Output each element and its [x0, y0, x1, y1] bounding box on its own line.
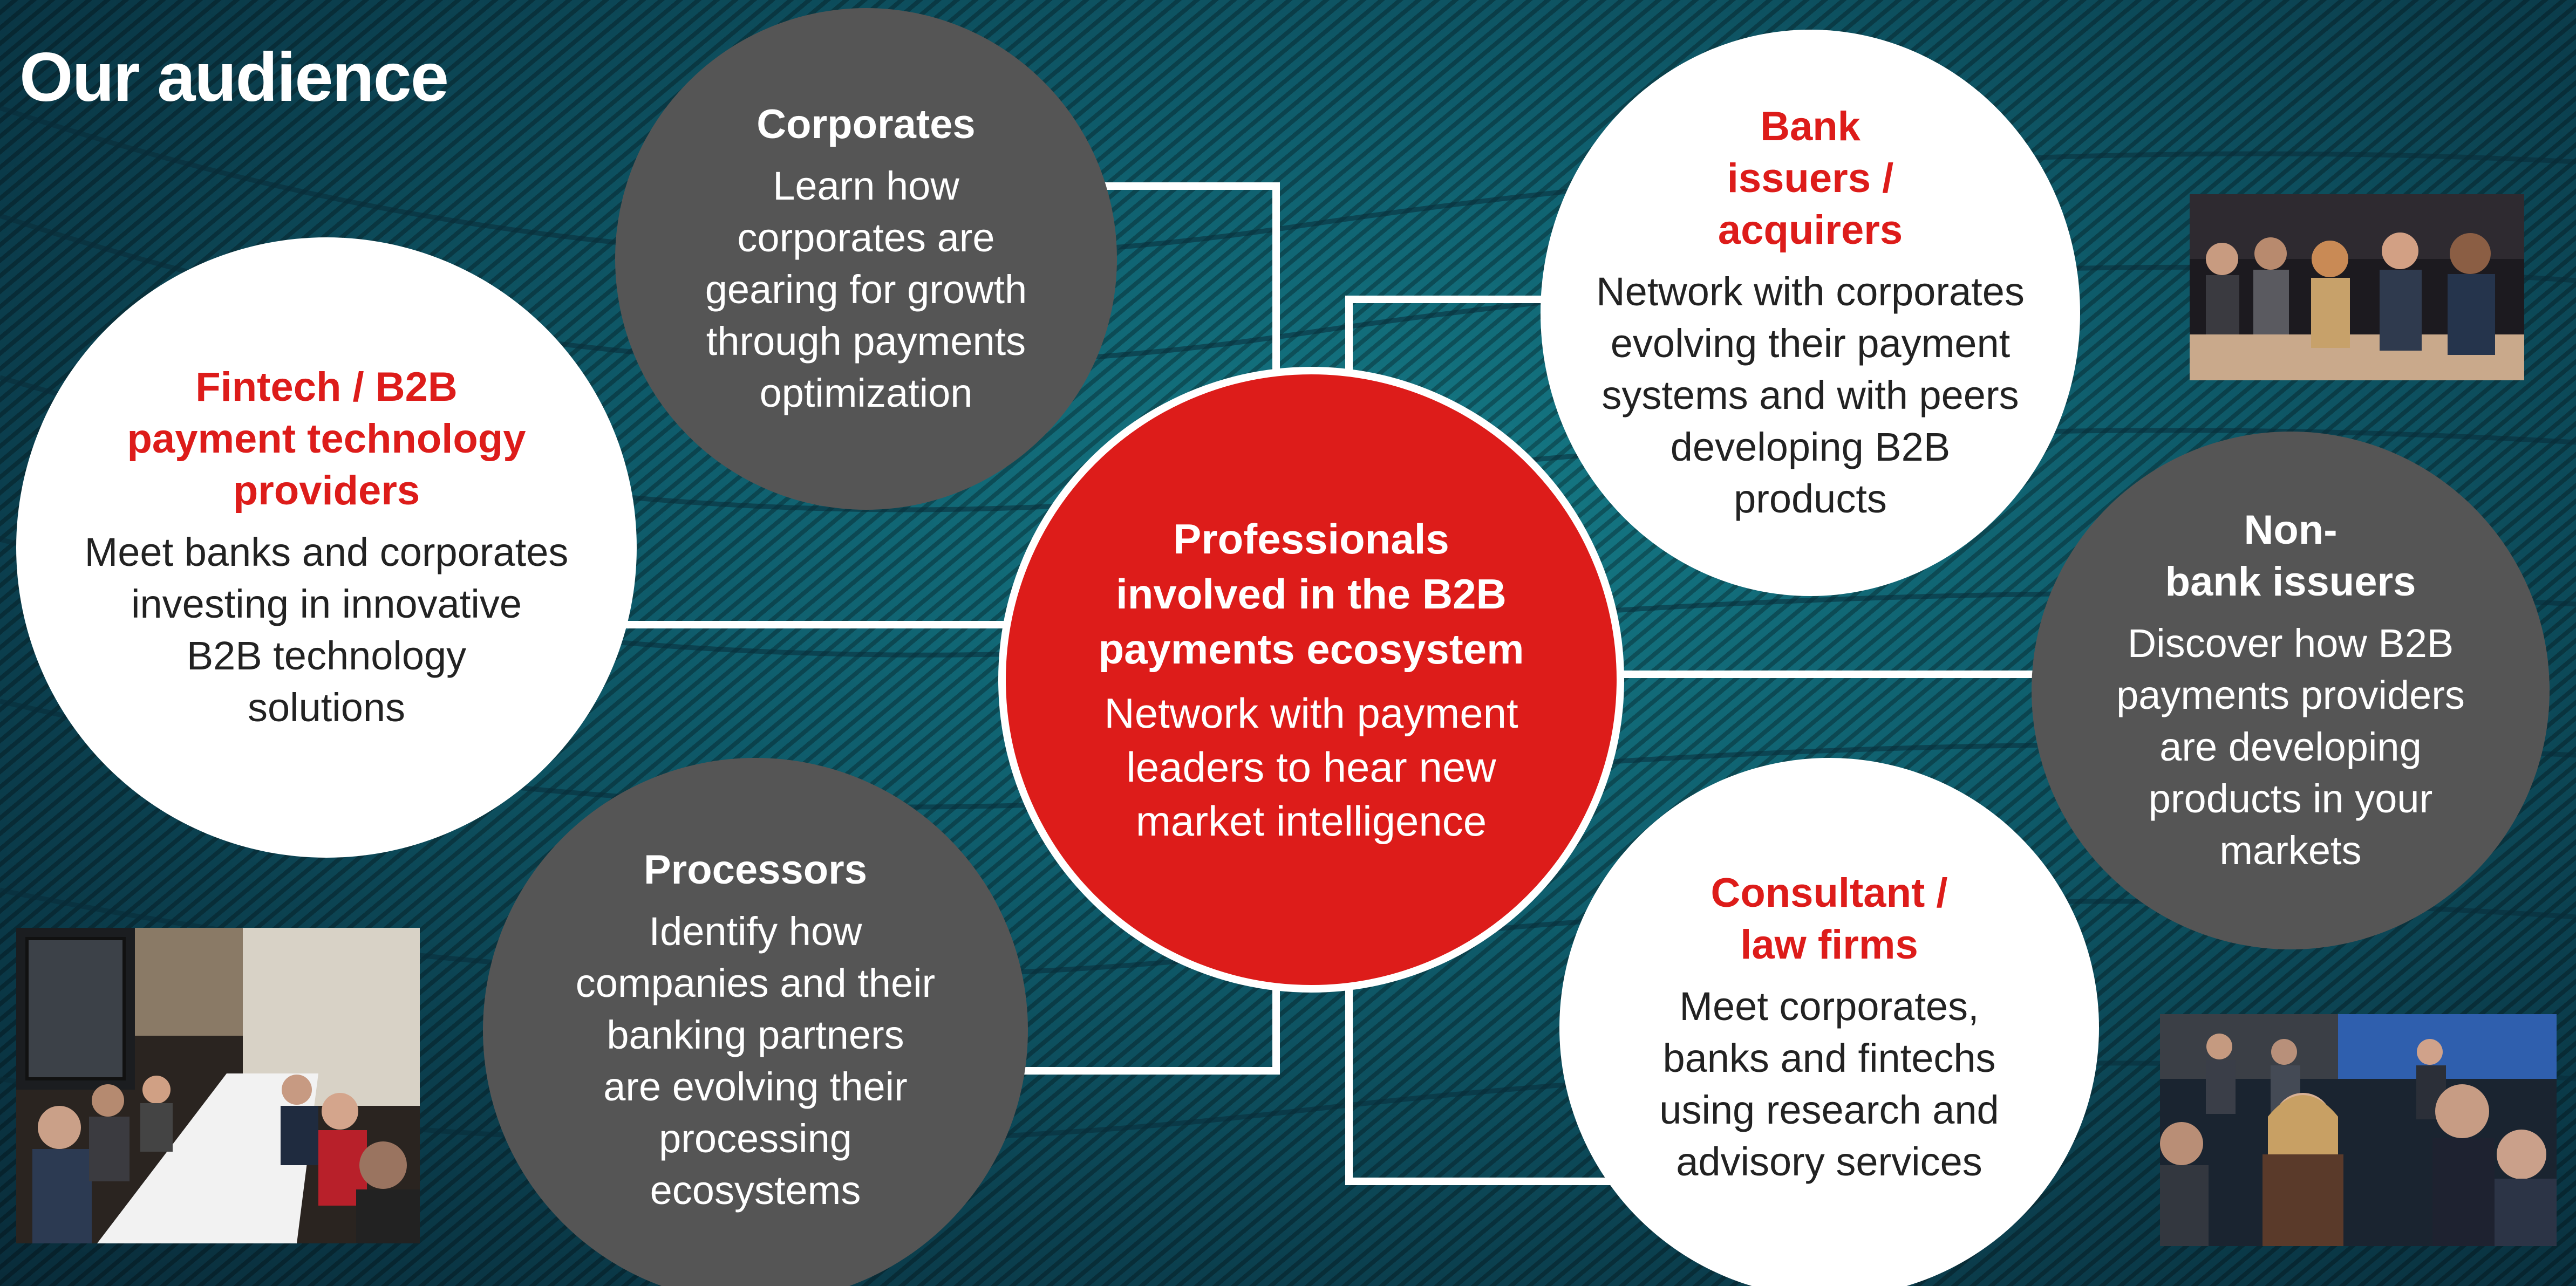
non-bank-text-line: are developing: [2159, 724, 2422, 769]
fintech-text-line: B2B technology: [186, 633, 467, 678]
corporates-title-line: Corporates: [757, 101, 976, 147]
corporates-description: Learn how corporates are gearing for gro…: [705, 160, 1027, 419]
connector-bank-issuers: [1345, 296, 1543, 372]
fintech-title: Fintech / B2B payment technology provide…: [127, 361, 526, 517]
corporates-text-line: optimization: [759, 371, 973, 415]
non-bank-title-line: bank issuers: [2165, 559, 2416, 605]
processors-text-line: companies and their: [575, 961, 936, 1005]
processors-title: Processors: [644, 844, 867, 896]
corporates-title: Corporates: [757, 99, 975, 151]
corporates-text-line: corporates are: [737, 215, 995, 260]
non-bank-bubble: Non- bank issuers Discover how B2B payme…: [2032, 432, 2550, 949]
non-bank-text-line: Discover how B2B: [2127, 621, 2454, 666]
consultant-bubble: Consultant / law firms Meet corporates, …: [1559, 758, 2099, 1286]
non-bank-title-line: Non-: [2244, 507, 2338, 553]
consultant-title: Consultant / law firms: [1710, 867, 1947, 971]
conference-audience-photo: [2160, 1014, 2557, 1246]
conference-audience-image: [2160, 1014, 2557, 1246]
center-text-line: Network with payment: [1104, 689, 1518, 737]
bank-issuers-text-line: systems and with peers: [1602, 373, 2019, 418]
consultant-title-line: law firms: [1740, 922, 1918, 968]
bank-issuers-description: Network with corporates evolving their p…: [1596, 266, 2025, 525]
center-title: Professionals involved in the B2B paymen…: [1098, 511, 1524, 676]
fintech-title-line: Fintech / B2B: [195, 364, 458, 410]
connector-processors: [1014, 971, 1280, 1075]
non-bank-text-line: markets: [2219, 828, 2362, 873]
bank-issuers-bubble: Bank issuers / acquirers Network with co…: [1541, 30, 2080, 596]
center-title-line: involved in the B2B: [1116, 570, 1507, 618]
corporates-bubble: Corporates Learn how corporates are gear…: [615, 8, 1117, 510]
fintech-title-line: payment technology: [127, 416, 526, 462]
fintech-text-line: investing in innovative: [131, 582, 522, 626]
fintech-description: Meet banks and corporates investing in i…: [85, 526, 569, 734]
bank-issuers-text-line: evolving their payment: [1610, 321, 2011, 366]
center-description: Network with payment leaders to hear new…: [1104, 686, 1518, 848]
non-bank-text-line: payments providers: [2116, 673, 2465, 717]
corporates-text-line: Learn how: [773, 163, 959, 208]
non-bank-description: Discover how B2B payments providers are …: [2116, 618, 2465, 877]
consultant-title-line: Consultant /: [1710, 870, 1948, 916]
consultant-text-line: banks and fintechs: [1662, 1036, 1996, 1080]
connector-consultant: [1345, 971, 1619, 1185]
center-title-line: payments ecosystem: [1098, 625, 1524, 673]
bank-issuers-title-line: Bank: [1760, 104, 1861, 149]
center-title-line: Professionals: [1173, 515, 1449, 563]
bank-issuers-title: Bank issuers / acquirers: [1718, 101, 1903, 256]
roundtable-meeting-photo: [16, 928, 420, 1243]
connector-corporates: [1101, 182, 1280, 372]
center-text-line: leaders to hear new: [1126, 743, 1496, 791]
fintech-text-line: Meet banks and corporates: [84, 530, 569, 574]
processors-description: Identify how companies and their banking…: [576, 906, 935, 1216]
processors-text-line: ecosystems: [650, 1168, 861, 1213]
processors-text-line: processing: [659, 1116, 852, 1161]
corporates-text-line: through payments: [706, 319, 1026, 364]
roundtable-meeting-image: [16, 928, 420, 1243]
processors-text-line: banking partners: [606, 1013, 904, 1057]
bank-issuers-text-line: products: [1734, 476, 1887, 521]
corporates-text-line: gearing for growth: [705, 267, 1027, 312]
panel-discussion-photo: [2190, 194, 2524, 380]
processors-text-line: are evolving their: [603, 1064, 908, 1109]
processors-bubble: Processors Identify how companies and th…: [483, 758, 1028, 1286]
bank-issuers-title-line: acquirers: [1718, 207, 1903, 253]
panel-discussion-image: [2190, 194, 2524, 380]
consultant-text-line: Meet corporates,: [1679, 984, 1979, 1029]
center-bubble: Professionals involved in the B2B paymen…: [998, 367, 1624, 993]
consultant-text-line: using research and: [1659, 1087, 1999, 1132]
bank-issuers-text-line: Network with corporates: [1596, 269, 2025, 314]
center-text-line: market intelligence: [1135, 797, 1487, 845]
processors-title-line: Processors: [643, 847, 868, 893]
consultant-description: Meet corporates, banks and fintechs usin…: [1659, 981, 1999, 1188]
bank-issuers-text-line: developing B2B: [1670, 425, 1951, 469]
fintech-text-line: solutions: [247, 685, 406, 730]
non-bank-title: Non- bank issuers: [2165, 504, 2416, 608]
non-bank-text-line: products in your: [2148, 776, 2433, 821]
page-title: Our audience: [19, 39, 449, 116]
bank-issuers-title-line: issuers /: [1727, 155, 1894, 201]
consultant-text-line: advisory services: [1676, 1139, 1982, 1184]
fintech-title-line: providers: [233, 468, 420, 514]
processors-text-line: Identify how: [649, 909, 862, 954]
fintech-bubble: Fintech / B2B payment technology provide…: [16, 237, 637, 858]
